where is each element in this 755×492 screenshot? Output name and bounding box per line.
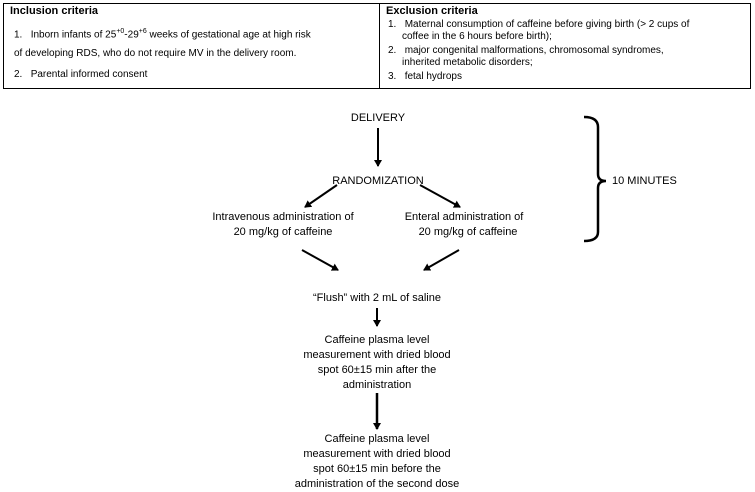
criteria-table: Inclusion criteria 1. Inborn infants of …	[3, 3, 751, 89]
node-randomization: RANDOMIZATION	[332, 175, 424, 187]
inclusion-item-2: 2. Parental informed consent	[14, 69, 148, 80]
node-enteral-administration: Enteral administration of 20 mg/kg of ca…	[404, 211, 524, 238]
exclusion-item-2: 2. major congenital malformations, chrom…	[388, 45, 664, 56]
node-measure-after: Caffeine plasma level measurement with d…	[303, 334, 451, 391]
exclusion-item-1-line2: coffee in the 6 hours before birth);	[402, 31, 552, 42]
inclusion-item-1-line2: of developing RDS, who do not require MV…	[14, 48, 297, 59]
node-delivery: DELIVERY	[350, 112, 406, 124]
exclusion-column: Exclusion criteria 1. Maternal consumpti…	[380, 4, 750, 88]
arrow-randomization-to-enteral	[419, 184, 461, 208]
node-measure-before: Caffeine plasma level measurement with d…	[294, 433, 460, 490]
arrow-enteral-to-flush	[423, 249, 460, 271]
time-bracket	[583, 115, 607, 243]
node-flush: “Flush” with 2 mL of saline	[313, 292, 441, 304]
node-iv-administration: Intravenous administration of 20 mg/kg o…	[212, 211, 354, 238]
exclusion-item-2-line2: inherited metabolic disorders;	[402, 57, 533, 68]
time-label: 10 MINUTES	[612, 175, 677, 187]
exclusion-item-1: 1. Maternal consumption of caffeine befo…	[388, 19, 690, 30]
exclusion-title: Exclusion criteria	[386, 5, 478, 17]
arrow-randomization-to-iv	[304, 184, 338, 208]
arrow-iv-to-flush	[301, 249, 339, 271]
inclusion-item-1: 1. Inborn infants of 25+0-29+6 weeks of …	[14, 28, 311, 41]
inclusion-column: Inclusion criteria 1. Inborn infants of …	[4, 4, 380, 88]
exclusion-item-3: 3. fetal hydrops	[388, 71, 462, 82]
inclusion-title: Inclusion criteria	[10, 5, 99, 17]
